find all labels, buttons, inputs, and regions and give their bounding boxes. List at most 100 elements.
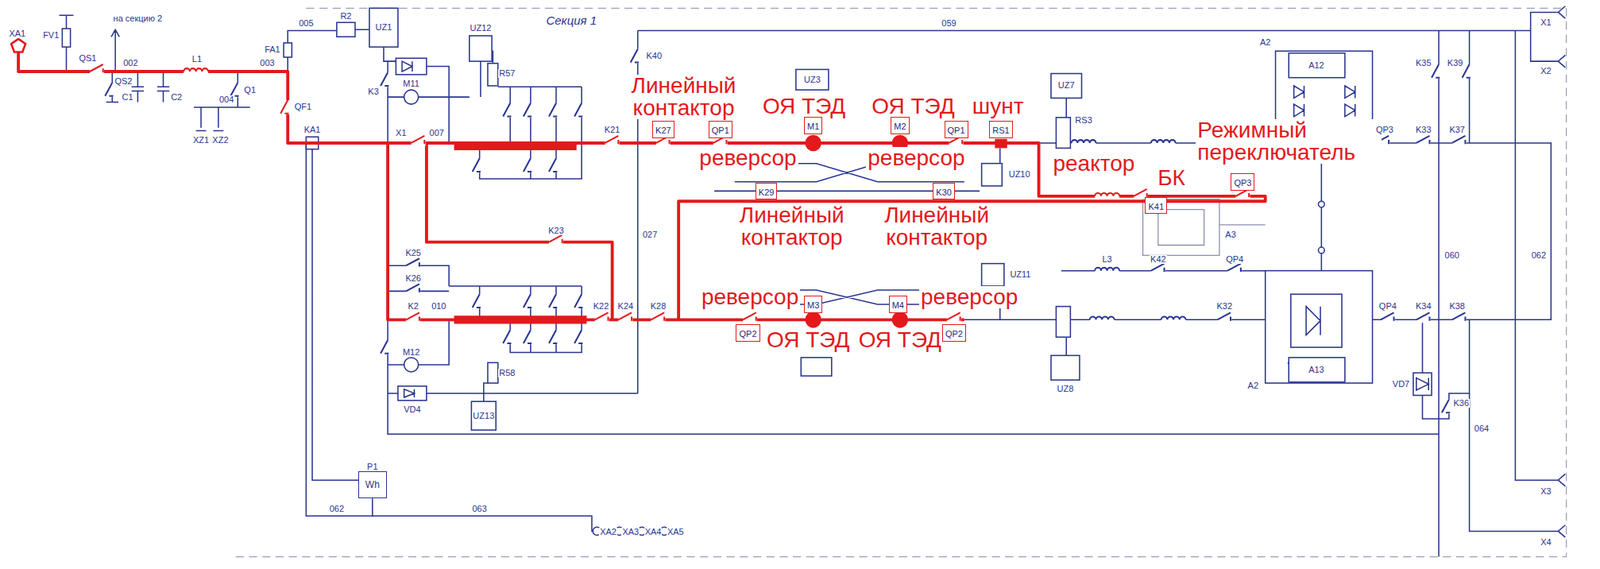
contact-symbol [405,258,421,269]
contact-symbol [946,312,962,323]
transformer-box [1290,293,1342,348]
diode-box [395,57,427,75]
section-title: Секция 1 [544,14,599,27]
shunt-symbol [994,139,1007,149]
contact-symbol [574,293,585,309]
tag-text: M2 [893,121,906,132]
resistor-box [336,22,356,37]
contact-symbol [472,158,484,173]
contactor-tag: M2 [890,116,909,135]
wire [58,6,1566,557]
wire-label: K2 [406,301,419,311]
wire-label: QP3 [1375,125,1395,135]
wire-label: X2 [1539,66,1552,76]
wire-label: 004 [218,95,235,105]
wire-label: FV1 [42,30,60,40]
contact-symbol [1462,64,1473,79]
annotation-label: реверсор [697,146,798,170]
contact-symbol [1416,312,1431,323]
coil-symbol [1071,139,1097,147]
annotation-label: реактор [1051,152,1137,175]
contact-symbol [630,49,642,64]
contactor-tag: RS1 [989,120,1013,139]
meter-unit: Wh [358,471,387,499]
tag-text: QP2 [738,328,757,339]
contact-symbol [1431,64,1442,79]
contact-symbol [574,329,585,344]
wire-label: K39 [1446,58,1465,68]
wire-label: UZ7 [1057,81,1076,90]
diode-box [1413,372,1432,395]
contactor-tag: QP2 [735,324,760,342]
contact-symbol [472,293,484,309]
pantograph-symbol [11,38,26,53]
contact-symbol [523,329,534,344]
wire-label: K24 [617,301,635,311]
coil-symbol [183,68,209,75]
contact-symbol [380,72,391,87]
coil-symbol [1089,316,1115,323]
wire-label: 003 [258,58,275,68]
wire-label: UZ12 [469,23,493,33]
annotation-label: БК [1155,166,1187,190]
tag-text: QP3 [1233,177,1252,188]
sensor-box [1051,73,1083,99]
wire-label: XA3 [621,527,640,537]
fuse-symbol [283,42,292,58]
section-frame [234,7,1566,557]
shunt-box [1055,306,1071,338]
contact-symbol [595,312,610,323]
contact-symbol [742,312,758,323]
wire-label: 027 [641,230,658,240]
contact-symbol [1151,263,1166,275]
driver-box [1288,53,1345,78]
wire-label: 062 [328,504,345,514]
contact-symbol [1441,399,1453,414]
converter-box [469,35,492,62]
contact-symbol [411,135,426,147]
wire-label: R58 [498,368,516,378]
wire-label: FA1 [263,45,282,55]
inverter-box [1275,50,1373,128]
annotation-label: реверсор [865,146,967,170]
terminal-dot [1317,247,1325,254]
inverter-box [1265,270,1373,383]
contact-symbol [502,103,514,118]
wire-label: K42 [1149,255,1168,264]
wire-label: QP4 [1378,301,1398,311]
tag-text: M4 [892,300,905,310]
wire-label: QS1 [77,54,97,63]
wire-label: K33 [1414,125,1433,135]
tag-text: K27 [655,125,672,136]
control-wire [1158,209,1266,246]
wire-label: QP4 [1225,255,1245,264]
annotation-label: шунт [970,95,1026,118]
contact-symbol [502,329,514,344]
wire-label: R2 [339,11,352,21]
tag-text: M3 [807,300,820,310]
coil-symbol [1094,193,1120,200]
wire-label: A2 [1259,38,1272,47]
wire-label: K26 [404,274,422,283]
contact-symbol [1416,135,1431,147]
coil-symbol [1161,316,1187,323]
wire-label: RS3 [1074,115,1093,125]
contactor-tag: K41 [1144,197,1168,215]
annotation-label: ОЯ ТЭД [857,328,943,352]
meter-box: P1Wh [358,461,387,499]
annotation-label: Линейный контактор [722,204,862,249]
resistor-bank [454,146,588,321]
wire-label: KA1 [303,125,322,135]
wire-label: XA4 [644,527,663,537]
contact-symbol [574,103,585,118]
coil-symbol [1094,267,1120,275]
tag-text: RS1 [992,125,1009,136]
contact-symbol [523,293,534,309]
driver-box [1288,357,1345,383]
wire-label: K37 [1448,125,1466,135]
wire-label: 060 [1444,251,1461,260]
wire-label: QS2 [113,77,133,86]
contact-symbol [650,312,665,323]
wire-label: K25 [404,248,422,258]
annotation-label: ОЯ ТЭД [869,95,956,118]
